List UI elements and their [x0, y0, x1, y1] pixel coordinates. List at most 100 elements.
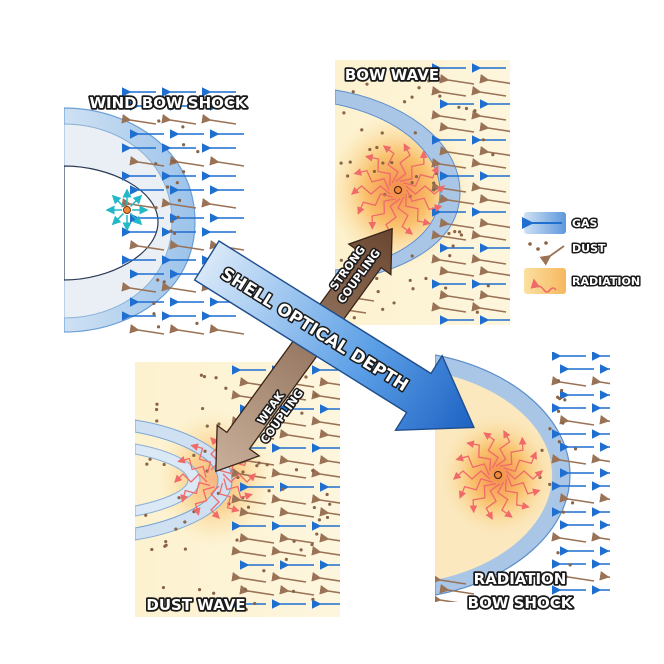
dust-grain — [291, 589, 296, 593]
dust-grain — [169, 229, 173, 233]
dust-grain — [212, 597, 217, 601]
radiation-ray — [499, 436, 527, 467]
dust-flow-arrow — [479, 266, 510, 277]
radiation-ray — [210, 485, 220, 519]
dust-grain — [464, 106, 469, 111]
dust-flow-arrow — [239, 507, 275, 518]
dust-grain — [235, 538, 239, 542]
dust-flow-arrow — [311, 468, 340, 478]
dust-grain — [459, 233, 464, 237]
dust-grain — [255, 464, 259, 468]
radiation-ray — [395, 143, 411, 182]
panel-wind-bow-shock — [64, 87, 244, 335]
dust-grain — [351, 90, 355, 94]
dust-grain — [473, 109, 477, 113]
dust-flow-arrow — [271, 546, 307, 557]
radiation-ray — [495, 430, 511, 467]
radiation-ray — [397, 196, 414, 235]
legend-dust-dot-1 — [528, 242, 532, 246]
dust-grain — [154, 407, 159, 412]
dust-grain — [457, 230, 462, 234]
dust-flow-arrow — [271, 572, 307, 583]
legend-dust-arrow-icon — [539, 245, 565, 266]
dust-grain — [162, 462, 166, 467]
dust-grain — [313, 393, 318, 397]
dust-grain — [174, 527, 178, 531]
dust-flow-arrow — [479, 194, 510, 205]
radiation-star-icon — [494, 471, 502, 479]
dust-flow-arrow — [591, 376, 610, 386]
dust-grain — [292, 539, 296, 543]
dust-grain — [312, 505, 316, 510]
radiation-ray — [399, 150, 428, 182]
dust-grain — [328, 502, 332, 506]
dust-grain — [311, 597, 315, 602]
dust-grain — [342, 111, 346, 115]
dust-grain — [453, 230, 457, 234]
dust-grain — [438, 94, 442, 98]
dust-flow-arrow — [279, 533, 315, 544]
dust-grain — [165, 185, 170, 189]
dust-flow-arrow — [271, 468, 307, 479]
dust-grain — [457, 105, 461, 109]
radiation-rays — [453, 430, 543, 520]
radiation-ray — [405, 185, 445, 195]
dust-flow-arrow — [439, 74, 475, 85]
dust-grain — [339, 161, 343, 165]
dust-grain — [229, 608, 233, 612]
dust-grain — [200, 406, 205, 411]
dust-grain — [148, 457, 152, 461]
radiation-ray — [406, 189, 443, 212]
dust-flow-arrow — [551, 532, 587, 543]
dust-flow-arrow — [551, 454, 587, 465]
dust-grain — [380, 131, 384, 135]
dust-flow-arrow — [209, 156, 244, 167]
dust-grain — [410, 95, 414, 99]
dust-grain — [392, 301, 396, 305]
dust-flow-arrow — [431, 302, 467, 313]
dust-flow-arrow — [435, 574, 467, 585]
radiation-ray — [506, 474, 541, 497]
dust-grain — [365, 82, 369, 86]
dust-flow-arrow — [209, 324, 244, 335]
coupling-arrow-body — [215, 227, 393, 473]
radiation-ray — [368, 198, 397, 230]
bow-wave-flow-arrows — [335, 63, 510, 325]
dust-flow-arrow — [599, 571, 610, 581]
dust-grain — [253, 601, 257, 606]
radiation-ray — [190, 443, 212, 474]
wind-star-ray — [111, 213, 124, 226]
dust-grain — [376, 290, 380, 294]
dust-grain — [192, 510, 196, 514]
dust-flow-arrow — [121, 114, 157, 125]
dust-grain — [413, 131, 417, 135]
dust-flow-arrow — [471, 86, 507, 97]
dust-flow-arrow — [129, 324, 165, 335]
dust-grain — [217, 422, 221, 426]
legend-dust-label: DUST — [572, 242, 606, 255]
dust-flow-arrow — [161, 282, 197, 293]
wind-star-icon — [123, 206, 131, 214]
dust-grain — [170, 219, 174, 224]
dust-grain — [243, 587, 247, 591]
dust-flow-arrow — [239, 455, 275, 466]
dust-flow-arrow — [439, 122, 475, 133]
dust-grain — [265, 463, 269, 467]
dust-grain — [202, 375, 207, 379]
radiation-ray — [505, 470, 543, 480]
dust-grain — [183, 547, 188, 551]
dust-grain — [390, 160, 394, 165]
dust-grain — [172, 231, 177, 235]
dust-flow-arrow — [479, 74, 510, 85]
dust-grain — [300, 411, 304, 415]
dust-grain — [205, 424, 209, 428]
dust-grain — [196, 150, 200, 154]
dust-grain — [348, 160, 352, 164]
dust-flow-arrow — [239, 533, 275, 544]
dust-grain — [156, 278, 160, 282]
dust-flow-arrow — [121, 282, 157, 293]
dust-flow-arrow — [311, 416, 340, 426]
bow-wave-star-icon — [394, 186, 402, 194]
dust-grain — [570, 501, 575, 505]
dust-grain — [267, 489, 271, 493]
